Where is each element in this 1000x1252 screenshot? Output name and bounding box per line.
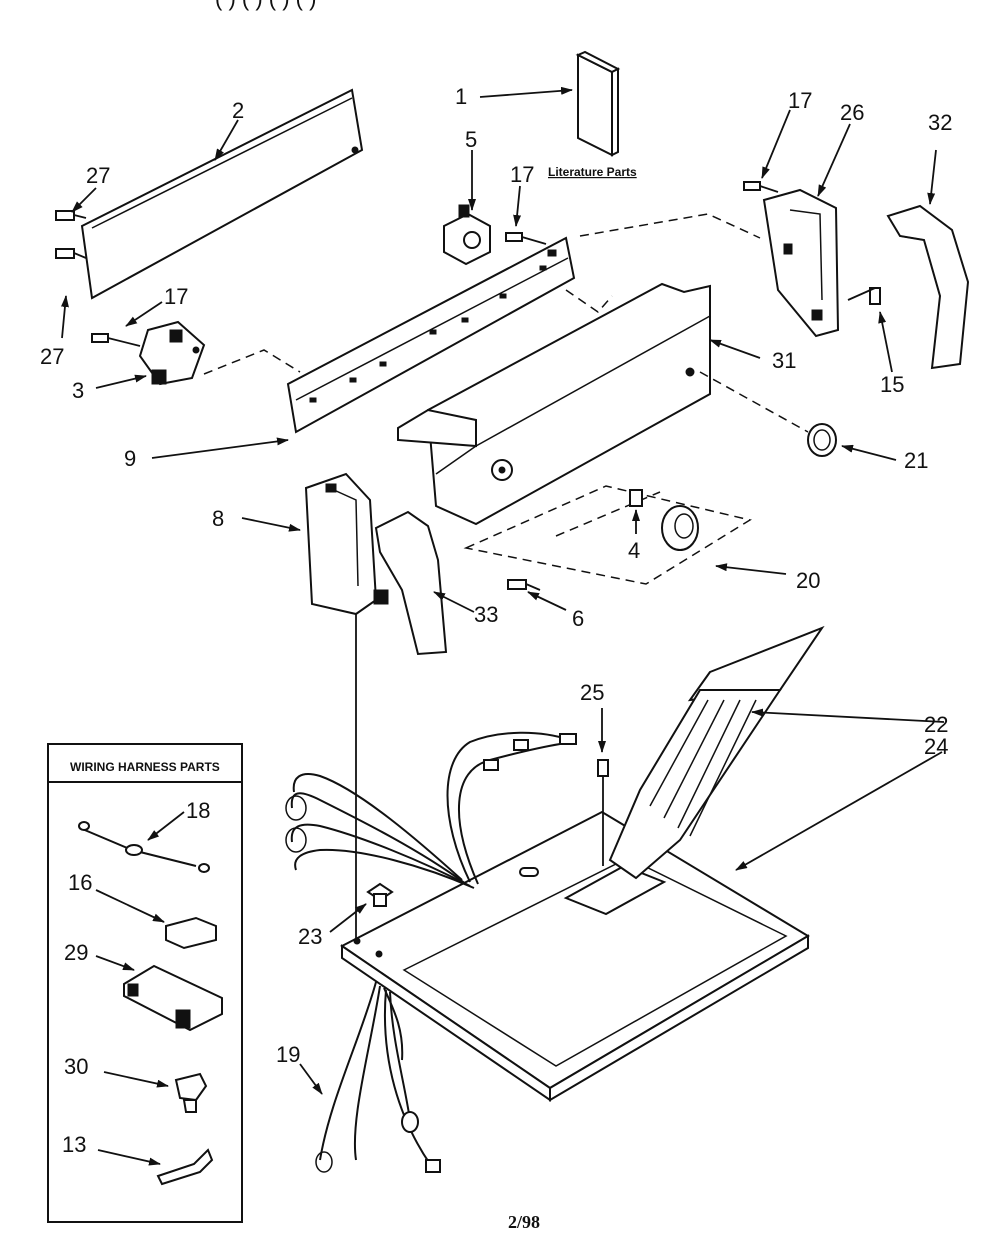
harness-part-13 <box>156 1148 214 1186</box>
label-22: 22 <box>924 712 948 737</box>
screw-27-top <box>55 210 87 221</box>
harness-part-16 <box>165 916 217 950</box>
screw-27-bottom <box>55 248 87 259</box>
label-33: 33 <box>474 602 498 627</box>
label-6: 6 <box>572 606 584 631</box>
literature-parts-caption: Literature Parts <box>548 165 637 179</box>
label-2: 2 <box>232 98 244 123</box>
label-27-top: 27 <box>86 163 110 188</box>
label-4: 4 <box>628 538 640 563</box>
label-29: 29 <box>64 940 88 965</box>
label-1: 1 <box>455 84 467 109</box>
label-26: 26 <box>840 100 864 125</box>
label-24: 24 <box>924 734 948 759</box>
label-3: 3 <box>72 378 84 403</box>
end-cap-bracket-part-26 <box>762 188 840 338</box>
label-8: 8 <box>212 506 224 531</box>
screw-17-middle <box>505 232 547 245</box>
label-16: 16 <box>68 870 92 895</box>
wiring-harness-part-22 <box>608 625 825 880</box>
label-9: 9 <box>124 446 136 471</box>
timer-knob-part-20 <box>661 505 699 551</box>
screw-6 <box>507 579 541 591</box>
label-18: 18 <box>186 798 210 823</box>
screw-17-left <box>91 333 141 347</box>
end-cap-part-33 <box>374 510 448 656</box>
label-30: 30 <box>64 1054 88 1079</box>
end-cap-part-32 <box>886 204 970 370</box>
revision-date: 2/98 <box>508 1212 540 1232</box>
label-17-left: 17 <box>164 284 188 309</box>
label-21: 21 <box>904 448 928 473</box>
header-fragment: ( ) ( ) ( ) ( ) <box>215 0 316 11</box>
screw-25 <box>597 759 609 866</box>
top-panel-part-24 <box>340 810 810 1102</box>
wiring-harness-parts-title: WIRING HARNESS PARTS <box>70 760 220 774</box>
label-17-middle: 17 <box>510 162 534 187</box>
label-31: 31 <box>772 348 796 373</box>
harness-part-29 <box>123 964 223 1032</box>
screw-15 <box>847 287 881 305</box>
console-housing-part-31 <box>397 282 711 526</box>
switch-part-5 <box>443 204 491 266</box>
mounting-bracket-part-9 <box>286 236 576 434</box>
label-32: 32 <box>928 110 952 135</box>
wire-bundle-left <box>285 773 475 889</box>
label-13: 13 <box>62 1132 86 1157</box>
switch-part-3 <box>138 320 206 386</box>
wire-bundle-part-19 <box>315 981 441 1173</box>
knob-part-21 <box>807 423 837 457</box>
clip-part-4 <box>629 489 643 507</box>
label-27-bottom: 27 <box>40 344 64 369</box>
screw-17-right <box>743 181 779 193</box>
label-20: 20 <box>796 568 820 593</box>
label-17-right: 17 <box>788 88 812 113</box>
label-25: 25 <box>580 680 604 705</box>
harness-part-18 <box>78 821 210 873</box>
label-5: 5 <box>465 127 477 152</box>
label-19: 19 <box>276 1042 300 1067</box>
end-cap-bracket-part-8 <box>304 472 389 616</box>
wire-bundle-middle <box>446 731 577 885</box>
grommet-part-23 <box>366 882 394 907</box>
label-15: 15 <box>880 372 904 397</box>
literature-booklet-part <box>575 50 621 157</box>
harness-part-30 <box>174 1072 208 1113</box>
console-back-panel-part <box>80 88 364 300</box>
label-23: 23 <box>298 924 322 949</box>
